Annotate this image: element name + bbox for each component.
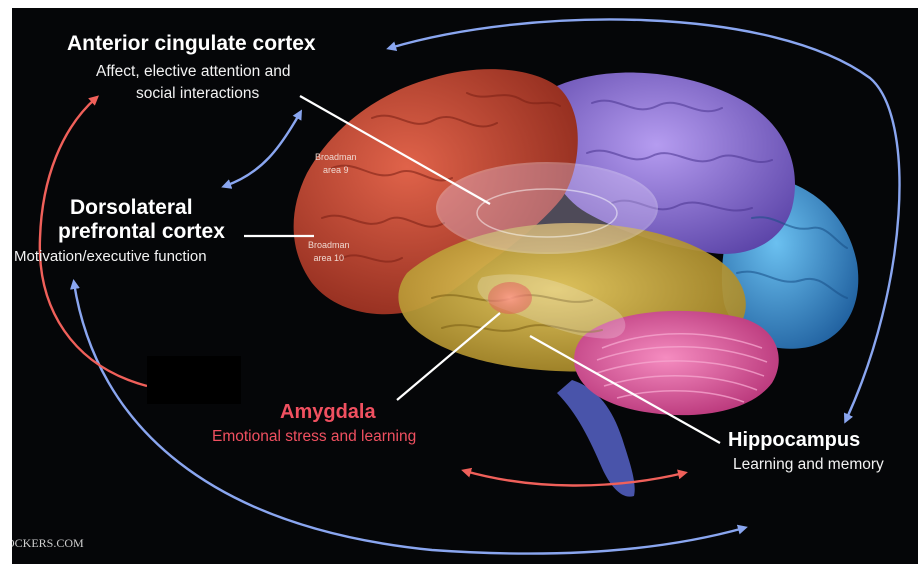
acc-title: Anterior cingulate cortex bbox=[67, 32, 316, 56]
watermark-text: OCKERS.COM bbox=[12, 536, 84, 551]
redaction-box bbox=[147, 356, 241, 404]
amygdala-title: Amygdala bbox=[280, 401, 376, 424]
broadman-area10-label: Broadman area 10 bbox=[308, 239, 350, 265]
arrow-amygdala-to-hippocampus bbox=[465, 471, 684, 486]
amygdala-region bbox=[488, 282, 532, 314]
broadman-area10-line2: area 10 bbox=[308, 252, 350, 265]
broadman-area10-line1: Broadman bbox=[308, 239, 350, 252]
arrow-acc-to-dlpfc bbox=[225, 113, 300, 186]
amygdala-description: Emotional stress and learning bbox=[212, 428, 416, 446]
cingulate-region bbox=[437, 163, 657, 253]
dlpfc-title-line1: Dorsolateral bbox=[70, 196, 193, 220]
hippocampus-title: Hippocampus bbox=[728, 429, 860, 452]
acc-description-line2: social interactions bbox=[136, 85, 259, 103]
hippocampus-description: Learning and memory bbox=[733, 456, 884, 474]
dlpfc-description: Motivation/executive function bbox=[14, 248, 207, 265]
diagram-panel: Anterior cingulate cortex Affect, electi… bbox=[12, 8, 918, 564]
acc-description-line1: Affect, elective attention and bbox=[96, 63, 290, 81]
dlpfc-title-line2: prefrontal cortex bbox=[58, 220, 225, 244]
broadman-area9-label: Broadman area 9 bbox=[315, 151, 357, 177]
broadman-area9-line1: Broadman bbox=[315, 151, 357, 164]
broadman-area9-line2: area 9 bbox=[315, 164, 357, 177]
